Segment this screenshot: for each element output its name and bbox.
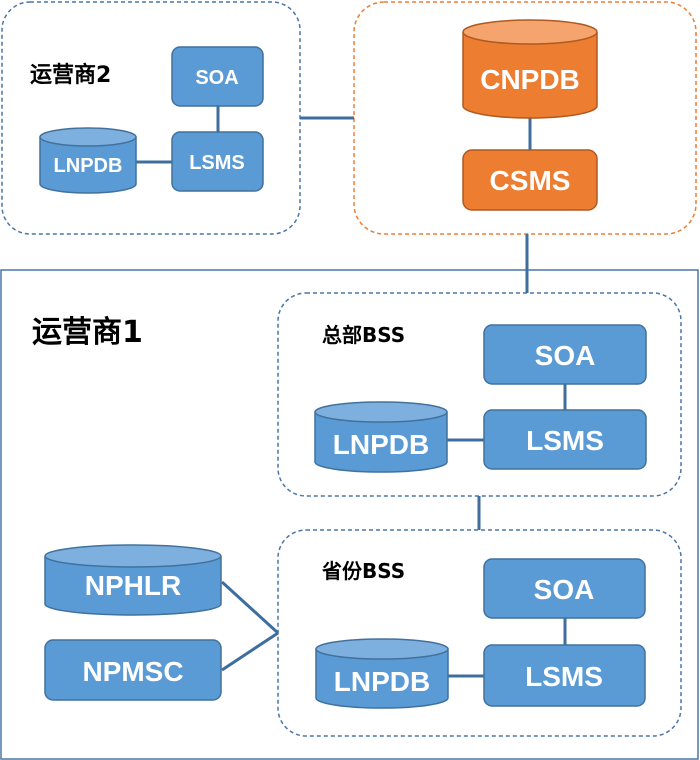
prov-lnpdb-cylinder <box>315 638 449 709</box>
hq-lsms-box <box>483 409 647 470</box>
operator1-frame <box>0 269 699 760</box>
op2-lsms-label: LSMS <box>189 152 245 174</box>
connectors <box>136 106 567 678</box>
cnpdb-cylinder <box>462 19 598 119</box>
prov-soa-label: SOA <box>534 574 595 605</box>
prov-soa-box <box>483 558 646 619</box>
hq-soa-box <box>483 324 647 385</box>
prov-lsms-box <box>483 644 646 707</box>
npmsc-label: NPMSC <box>82 656 183 687</box>
prov-lsms-label: LSMS <box>525 661 603 692</box>
op2-lsms-box <box>171 131 264 192</box>
npmsc-box <box>44 639 222 701</box>
hq-bss-group <box>277 292 682 497</box>
prov-bss-label: 省份BSS <box>321 559 405 583</box>
hq-soa-label: SOA <box>535 340 596 371</box>
op2-lnpdb-label: LNPDB <box>54 155 123 177</box>
hq-lnpdb-cylinder <box>314 401 448 473</box>
central-group <box>353 1 697 235</box>
hq-lnpdb-label: LNPDB <box>333 429 429 460</box>
edge-npmsc-prov <box>221 631 279 672</box>
operator2-group <box>1 1 301 235</box>
csms-box <box>462 149 598 211</box>
op2-soa-box <box>171 46 264 107</box>
edge-nphlr-prov <box>220 580 280 635</box>
hq-bss-label: 总部BSS <box>322 323 405 347</box>
csms-label: CSMS <box>490 165 571 196</box>
hq-lsms-label: LSMS <box>526 425 604 456</box>
cnpdb-label: CNPDB <box>480 64 580 95</box>
op2-soa-label: SOA <box>195 67 238 89</box>
operator2-label: 运营商2 <box>30 62 111 88</box>
prov-lnpdb-label: LNPDB <box>334 666 430 697</box>
op2-lnpdb-cylinder <box>39 127 137 194</box>
operator1-label: 运营商1 <box>32 315 143 350</box>
nphlr-cylinder <box>44 544 222 616</box>
nphlr-label: NPHLR <box>85 570 181 601</box>
